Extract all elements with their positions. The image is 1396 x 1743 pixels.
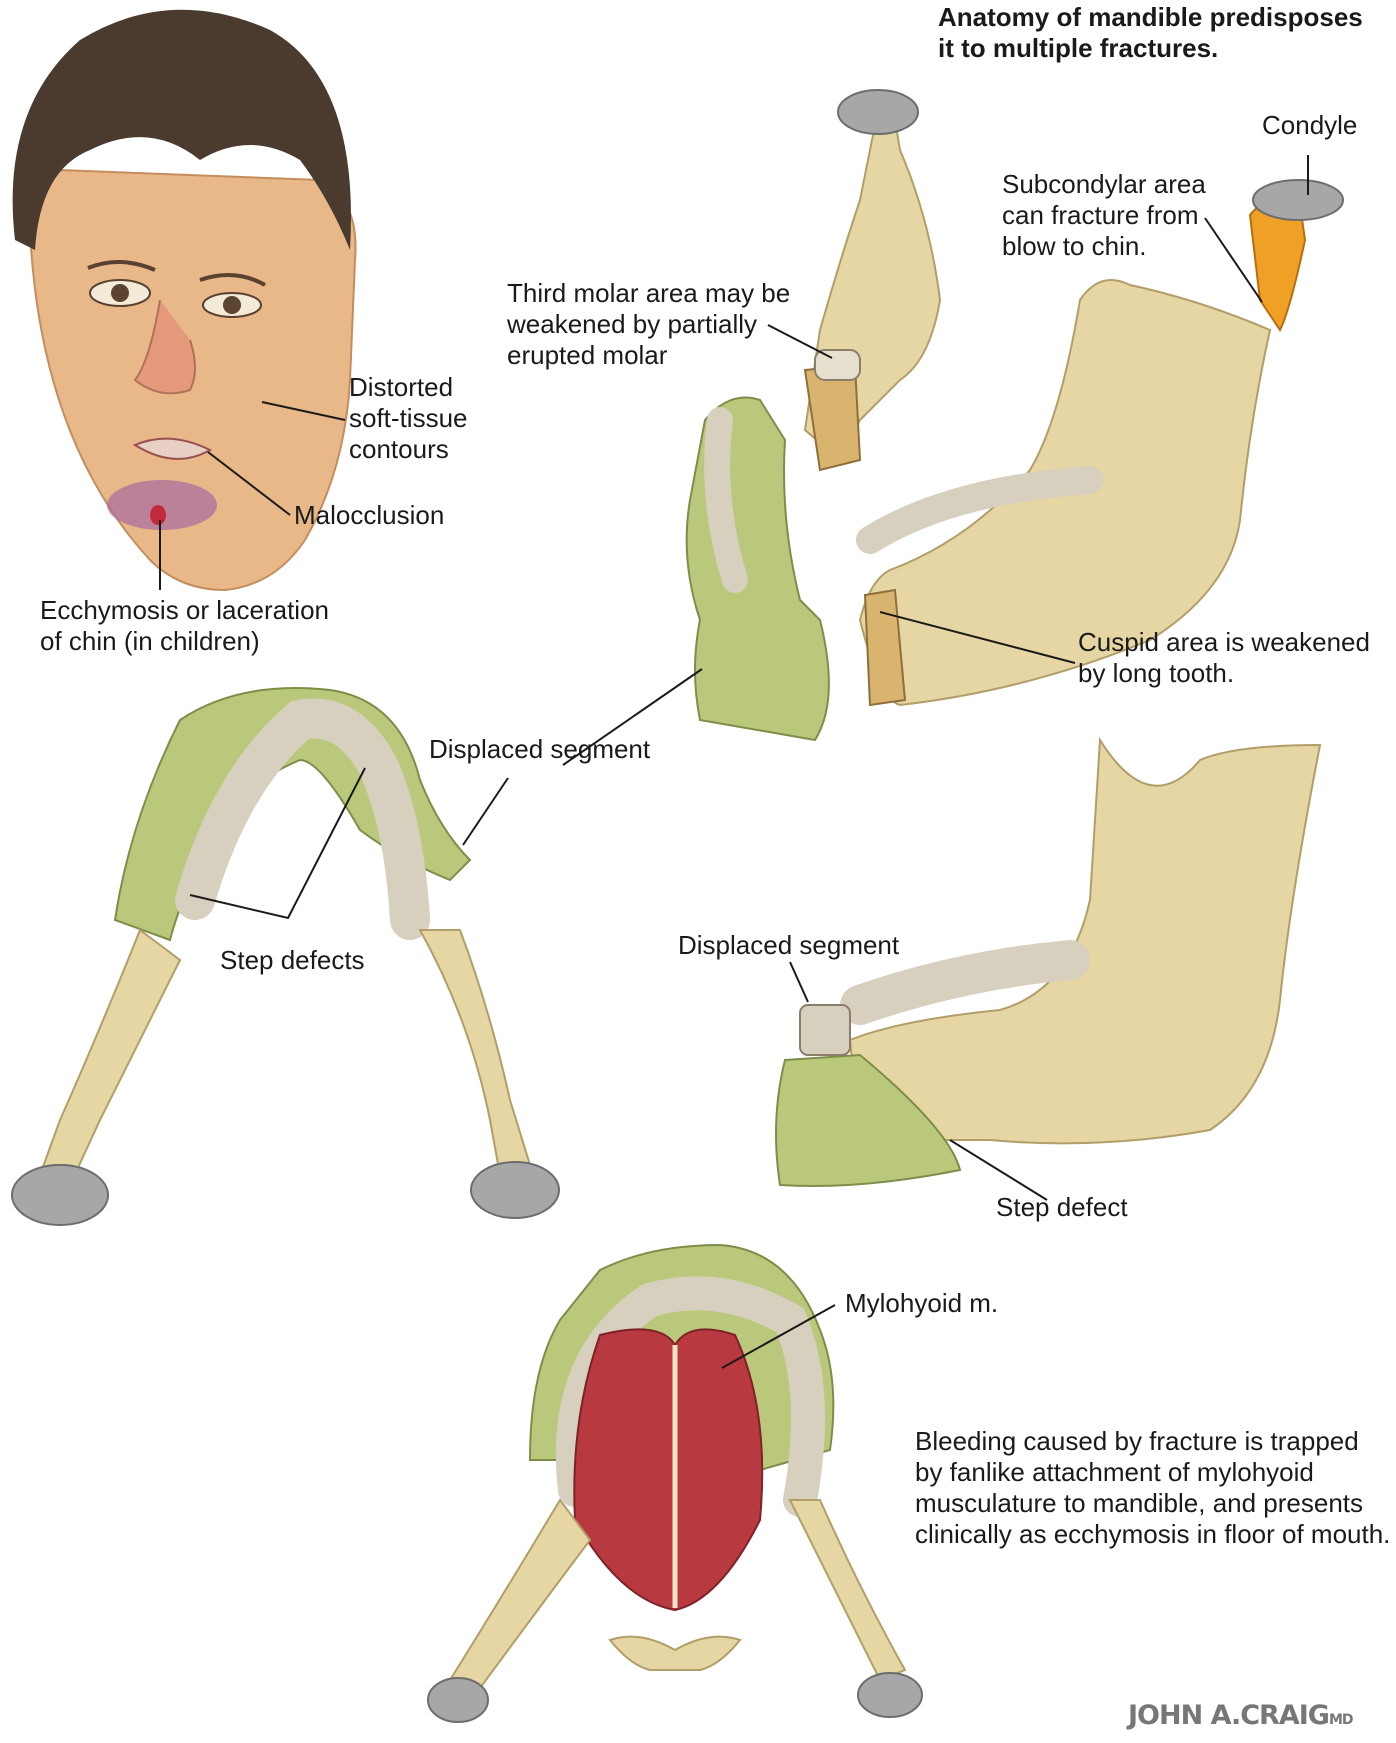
label-bleeding-note: Bleeding caused by fracture is trapped b… bbox=[915, 1426, 1390, 1550]
label-displaced-segment-top: Displaced segment bbox=[429, 734, 651, 764]
label-line: Third molar area may be bbox=[507, 278, 791, 308]
label-step-defect: Step defect bbox=[996, 1192, 1128, 1222]
label-line: Bleeding caused by fracture is trapped bbox=[915, 1426, 1359, 1456]
label-cuspid-area: Cuspid area is weakened by long tooth. bbox=[1078, 627, 1370, 689]
child-face-illustration bbox=[12, 9, 357, 592]
label-line: musculature to mandible, and presents bbox=[915, 1488, 1364, 1518]
label-line: Distorted bbox=[349, 372, 454, 402]
label-line: Cuspid area is weakened bbox=[1078, 627, 1370, 657]
label-line: can fracture from bbox=[1002, 200, 1199, 230]
label-line: of chin (in children) bbox=[40, 626, 260, 656]
label-line: contours bbox=[349, 434, 449, 464]
fractured-mandible-lateral-illustration bbox=[685, 89, 1344, 742]
label-displaced-segment-lateral: Displaced segment bbox=[678, 930, 900, 960]
artist-signature: JOHN A.CRAIGMD bbox=[1128, 1700, 1354, 1731]
label-condyle: Condyle bbox=[1262, 110, 1358, 140]
label-line: clinically as ecchymosis in floor of mou… bbox=[915, 1519, 1391, 1549]
label-malocclusion: Malocclusion bbox=[294, 500, 445, 530]
label-line: weakened by partially bbox=[507, 309, 758, 339]
label-line: Subcondylar area bbox=[1002, 169, 1206, 199]
label-line: erupted molar bbox=[507, 340, 668, 370]
label-ecchymosis: Ecchymosis or laceration of chin (in chi… bbox=[40, 595, 329, 657]
mandible-lateral-displaced-segment bbox=[775, 736, 1322, 1187]
label-subcondylar-area: Subcondylar area can fracture from blow … bbox=[1002, 169, 1206, 262]
label-distorted-contours: Distorted soft-tissue contours bbox=[349, 372, 468, 465]
label-line: by fanlike attachment of mylohyoid bbox=[915, 1457, 1314, 1487]
label-third-molar: Third molar area may be weakened by part… bbox=[507, 278, 790, 371]
diagram-title: Anatomy of mandible predisposes it to mu… bbox=[938, 2, 1363, 64]
label-step-defects: Step defects bbox=[220, 945, 365, 975]
mandible-superior-view-step-defects bbox=[11, 687, 560, 1226]
label-mylohyoid: Mylohyoid m. bbox=[845, 1288, 999, 1318]
label-line: soft-tissue bbox=[349, 403, 468, 433]
signature-suffix: MD bbox=[1328, 1712, 1354, 1728]
label-line: blow to chin. bbox=[1002, 231, 1147, 261]
title-line: it to multiple fractures. bbox=[938, 33, 1219, 63]
label-line: by long tooth. bbox=[1078, 658, 1235, 688]
signature-name: JOHN A.CRAIG bbox=[1128, 1700, 1330, 1731]
leader-lines bbox=[159, 155, 1309, 1369]
mandible-mylohyoid-illustration bbox=[427, 1243, 923, 1723]
title-line: Anatomy of mandible predisposes bbox=[938, 2, 1363, 32]
label-line: Ecchymosis or laceration bbox=[40, 595, 329, 625]
